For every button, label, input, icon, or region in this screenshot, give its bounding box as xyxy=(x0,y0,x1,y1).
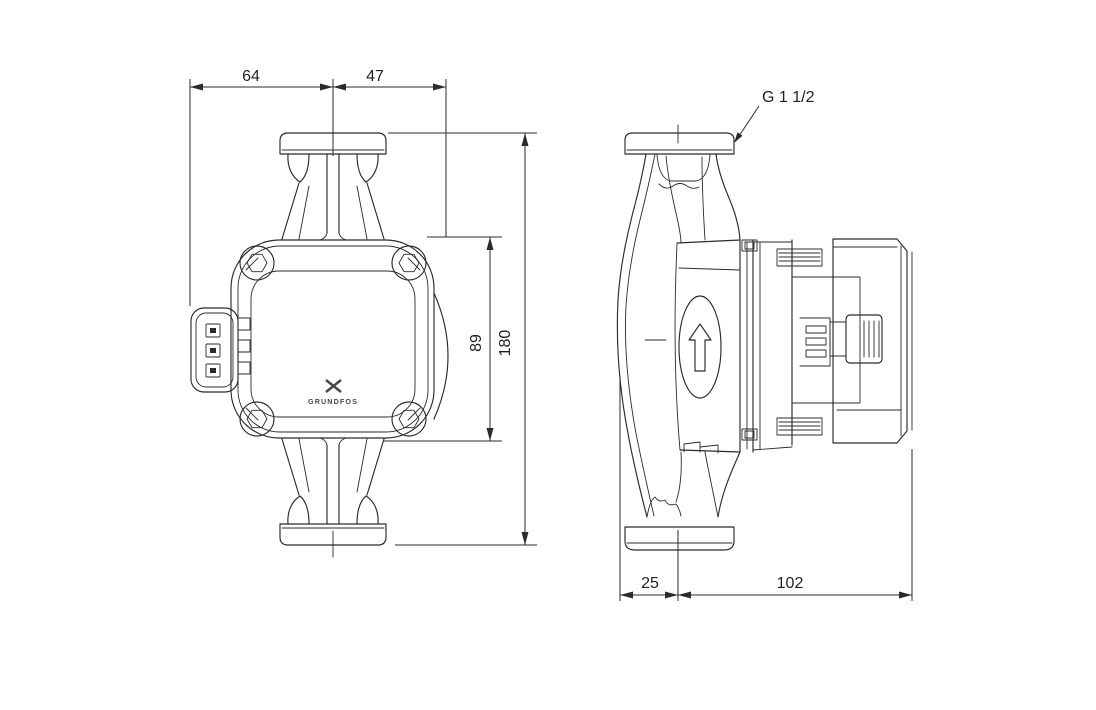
corner-chamfers xyxy=(245,257,421,421)
terminal-comb xyxy=(799,317,831,367)
arrowhead-icon xyxy=(433,83,446,91)
top-flange xyxy=(624,124,735,155)
logo-mark-icon xyxy=(325,378,342,394)
dim-label-89: 89 xyxy=(468,334,485,352)
side-view-dimensions: G 1 1/2 25 102 xyxy=(619,89,913,601)
neck-pipe xyxy=(319,153,347,241)
union-flange xyxy=(279,132,387,155)
dim-width: 64 47 xyxy=(189,68,447,306)
dim-label-47: 47 xyxy=(366,68,384,85)
bolt-bottom-left xyxy=(239,401,275,437)
emboss-oval xyxy=(678,295,722,399)
front-view-dimensions: 64 47 180 89 xyxy=(189,68,537,546)
pump-head xyxy=(674,239,758,454)
housing-side-bulge xyxy=(433,292,449,420)
connection-label: G 1 1/2 xyxy=(762,89,815,106)
arrowhead-icon xyxy=(320,83,333,91)
cooling-fins-bottom xyxy=(776,417,823,436)
connector-inner xyxy=(195,312,234,388)
clamp-bolts xyxy=(741,239,758,441)
volute-body xyxy=(616,153,741,518)
corner-bolts xyxy=(239,245,427,437)
port-neck-assembly xyxy=(279,132,387,241)
dim-label-180: 180 xyxy=(497,330,514,357)
logo-text: GRUNDFOS xyxy=(308,397,358,406)
cooling-fins-top xyxy=(776,248,823,267)
arrowhead-icon xyxy=(678,591,691,599)
terminal-connector xyxy=(829,314,883,364)
casting-silhouette xyxy=(646,496,682,518)
bolt-top-left xyxy=(239,245,275,281)
dim-label-64: 64 xyxy=(242,68,260,85)
dim-housing-height: 89 xyxy=(383,236,502,442)
leader-arrowhead-icon xyxy=(734,132,743,143)
arrowhead-icon xyxy=(521,133,529,146)
connector-pins xyxy=(205,323,221,378)
stator-housing xyxy=(752,239,823,451)
flow-direction-arrow-icon xyxy=(688,323,712,372)
dim-overall-height: 180 xyxy=(388,132,537,546)
dim-depth: 25 102 xyxy=(619,378,913,601)
bolt-bottom-right xyxy=(391,401,427,437)
arrowhead-icon xyxy=(620,591,633,599)
arrowhead-icon xyxy=(521,532,529,545)
dim-label-25: 25 xyxy=(641,575,659,592)
bottom-flange xyxy=(624,526,735,551)
arrowhead-icon xyxy=(333,83,346,91)
arrowhead-icon xyxy=(486,428,494,441)
arrowhead-icon xyxy=(486,237,494,250)
housing-face xyxy=(250,270,416,418)
control-box xyxy=(791,238,913,444)
housing-outer xyxy=(230,239,435,439)
arrowhead-icon xyxy=(899,591,912,599)
electrical-connector xyxy=(190,307,251,393)
connector-tabs xyxy=(237,317,251,375)
dim-label-102: 102 xyxy=(777,575,804,592)
arrowhead-icon xyxy=(190,83,203,91)
lower-body xyxy=(646,451,741,518)
side-view xyxy=(616,124,913,551)
pump-housing: GRUNDFOS xyxy=(230,239,449,439)
arrowhead-icon xyxy=(665,591,678,599)
leader-line xyxy=(736,105,760,140)
neck-webs xyxy=(281,153,385,240)
brand-logo: GRUNDFOS xyxy=(308,378,358,406)
connection-callout: G 1 1/2 xyxy=(734,89,815,143)
casting-contour xyxy=(658,183,700,189)
bottom-port-neck-assembly xyxy=(279,437,387,546)
bolt-top-right xyxy=(391,245,427,281)
union-nut-underside xyxy=(656,154,711,182)
front-view: GRUNDFOS xyxy=(190,132,449,558)
